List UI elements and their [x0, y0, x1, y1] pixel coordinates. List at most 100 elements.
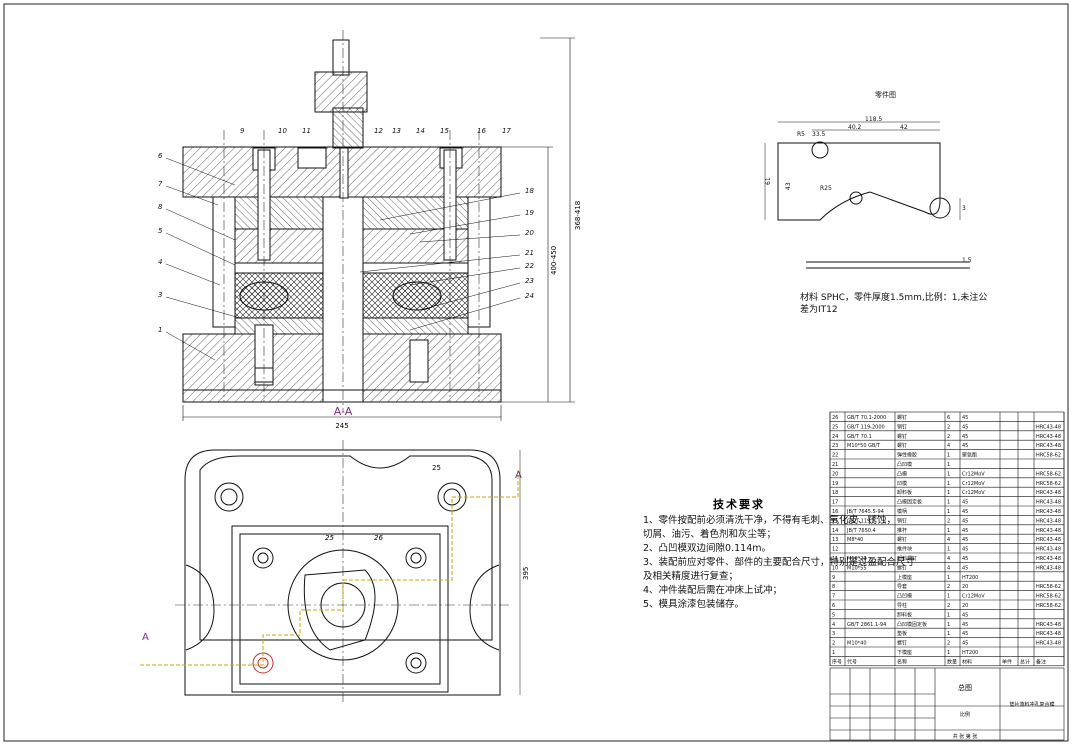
bom-cell: 7: [832, 594, 835, 600]
bom-cell: 45: [962, 641, 968, 647]
bom-cell: 1: [947, 500, 950, 506]
bom-cell: HRC43-48: [1036, 509, 1061, 515]
bom-cell: 1: [947, 490, 950, 496]
bom-cell: 1: [947, 462, 950, 468]
bom-header-cell: 序号: [832, 658, 842, 665]
part-no-26: 26: [374, 534, 383, 542]
part-no-8: 8: [158, 203, 163, 211]
part-no-12: 12: [374, 127, 383, 135]
bom-cell: 10: [832, 565, 838, 571]
tech-requirement-item: 4、冲件装配后需在冲床上试冲；: [643, 585, 783, 596]
bom-cell: 12: [832, 547, 838, 553]
height-dimension-a: 368-418: [574, 201, 582, 230]
tech-requirement-item: 3、装配前应对零件、部件的主要配合尺寸，特别是过盈配合尺寸: [643, 557, 916, 568]
bom-cell: 2: [947, 518, 950, 524]
part-no-1: 1: [158, 326, 162, 334]
bom-header-cell: 名称: [897, 658, 907, 665]
bom-cell: 导柱: [897, 602, 907, 609]
bom-cell: 1: [947, 631, 950, 637]
bom-cell: 螺钉: [897, 433, 907, 440]
section-view: [182, 39, 502, 403]
bom-cell: 20: [832, 471, 838, 477]
width-dimension: 245: [335, 422, 348, 430]
drawing-name: 总图: [958, 683, 972, 692]
bom-cell: 2: [947, 603, 950, 609]
bom-cell: HRC43-48: [1036, 424, 1061, 430]
bom-cell: 45: [962, 565, 968, 571]
bom-cell: 1: [947, 575, 950, 581]
dim-3: 3: [962, 205, 966, 212]
bom-cell: 销钉: [897, 517, 907, 524]
bom-cell: HRC43-48: [1036, 434, 1061, 440]
bom-cell: 卸料板: [897, 611, 912, 618]
scale-label: 比例: [960, 711, 970, 718]
part-drawing: [777, 141, 970, 269]
part-no-14: 14: [416, 127, 425, 135]
height-dimension-b: 400-450: [550, 246, 558, 275]
bom-cell: 聚氨酯: [962, 452, 977, 459]
bom-cell: M10*55: [847, 565, 867, 571]
part-no-6: 6: [158, 152, 163, 160]
bom-header-cell: 总计: [1020, 658, 1030, 665]
plan-view: [184, 449, 501, 696]
bom-cell: GB/T 2861.1-94: [847, 622, 886, 628]
bom-cell: 凸凹模: [897, 461, 912, 468]
bom-cell: 45: [962, 434, 968, 440]
bom-header-cell: 代号: [847, 658, 857, 665]
bom-cell: 2: [947, 641, 950, 647]
bom-cell: HRC58-62: [1036, 584, 1061, 590]
part-no-17: 17: [502, 127, 511, 135]
part-no-20: 20: [525, 229, 534, 237]
bom-cell: HRC43-48: [1036, 556, 1061, 562]
bom-cell: HRC58-62: [1036, 471, 1061, 477]
bom-cell: 16: [832, 509, 838, 515]
bom-cell: 1: [832, 650, 835, 656]
dim-1-5: 1.5: [962, 257, 972, 264]
bom-cell: 19: [832, 481, 838, 487]
bom-cell: HT200: [962, 650, 978, 656]
dim-r5: R5: [797, 131, 805, 138]
part-no-10: 10: [278, 127, 287, 135]
bom-header-cell: 单件: [1002, 658, 1012, 665]
dim-40-2: 40.2: [848, 124, 862, 131]
bom-cell: HRC43-48: [1036, 500, 1061, 506]
angle-mark: 25: [432, 464, 441, 472]
bom-cell: HRC43-48: [1036, 490, 1061, 496]
part-no-5: 5: [158, 227, 163, 235]
bom-cell: GB/T 70.1: [847, 434, 872, 440]
bom-cell: 4: [947, 556, 950, 562]
outer-frame: [3, 3, 1069, 742]
bom-cell: M8*40: [847, 537, 863, 543]
bom-cell: 弹性橡胶: [897, 452, 917, 459]
bom-header-cell: 数量: [947, 658, 957, 665]
bom-cell: HT200: [962, 575, 978, 581]
bom-cell: 24: [832, 434, 838, 440]
tech-requirement-item: 切屑、油污、着色剂和灰尘等；: [643, 529, 777, 540]
bom-header-cell: 备注: [1036, 658, 1046, 665]
bom-cell: 推杆: [897, 527, 907, 534]
bom-table: [829, 411, 1065, 667]
section-dimensions: [182, 37, 575, 421]
dim-r25: R25: [820, 185, 832, 192]
part-no-19: 19: [525, 209, 534, 217]
project-name: 垫片落料冲孔复合模: [1009, 701, 1054, 708]
bom-cell: 螺钉: [897, 564, 907, 571]
bom-cell: HRC43-48: [1036, 631, 1061, 637]
part-dimensions: [764, 121, 961, 220]
bom-cell: JB/T 7650.4: [846, 528, 876, 534]
tech-requirement-item: 及相关精度进行复查；: [643, 571, 739, 582]
bom-cell: 45: [962, 612, 968, 618]
bom-cell: 上模座: [897, 574, 912, 581]
bom-cell: M10*20: [847, 556, 867, 562]
part-no-15: 15: [440, 127, 449, 135]
base-dimension: 395: [522, 567, 530, 580]
leaders: [165, 157, 521, 361]
bom-cell: 1: [947, 650, 950, 656]
bom-cell: Cr12MoV: [962, 481, 985, 487]
cut-line: [140, 470, 519, 666]
bom-cell: 26: [832, 415, 838, 421]
bom-cell: 螺钉: [897, 640, 907, 647]
bom-cell: 20: [962, 603, 968, 609]
